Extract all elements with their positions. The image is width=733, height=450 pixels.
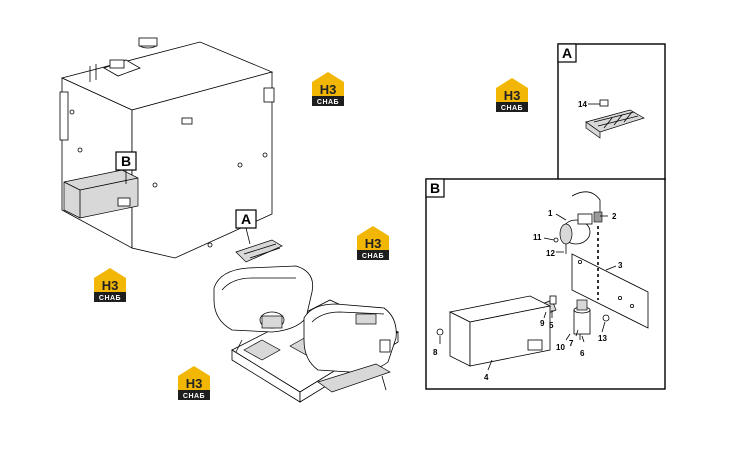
svg-text:CHAБ: CHAБ [183,393,205,400]
watermark-logo-2: H3 CHAБ [496,78,528,112]
part-14-relay [585,99,645,139]
part-3-plate [571,253,649,329]
part-number-7: 7 [569,339,574,348]
part-4-box [448,295,552,367]
part-number-2: 2 [612,212,617,221]
svg-text:CHAБ: CHAБ [317,99,339,106]
callout-a-main-label: A [241,211,251,227]
part-number-13: 13 [598,334,607,343]
part-number-5: 5 [549,321,554,330]
part-6-canister [573,299,591,340]
part-number-3: 3 [618,261,623,270]
watermark-logo-5: H3 CHAБ [178,366,210,400]
detail-a-label: A [562,45,572,61]
svg-text:H3: H3 [365,236,382,251]
part-number-6: 6 [580,349,585,358]
detail-a-panel: A 14 [557,43,666,181]
part-11-washer [553,237,559,243]
part-number-9: 9 [540,319,545,328]
frame-assembly [213,265,399,403]
part-number-14: 14 [578,100,587,109]
part-number-1: 1 [548,209,553,218]
detail-b-panel: B [425,178,666,390]
part-number-8: 8 [433,348,438,357]
callout-a-main[interactable]: A [235,209,257,245]
part-8-bolt [436,328,444,336]
part-number-11: 11 [533,233,542,242]
part-number-10: 10 [556,343,565,352]
svg-text:H3: H3 [186,376,203,391]
callout-b-main[interactable]: B [115,151,137,184]
svg-text:CHAБ: CHAБ [99,295,121,302]
watermark-logo-4: H3 CHAБ [94,268,126,302]
watermark-logo-3: H3 CHAБ [357,226,389,260]
part-number-4: 4 [484,373,489,382]
part-1-horn [559,191,603,245]
detail-b-label: B [430,180,440,196]
svg-text:H3: H3 [320,82,337,97]
part-number-12: 12 [546,249,555,258]
watermark-logo-1: H3 CHAБ [312,72,344,106]
part-13-screw [602,314,610,322]
svg-text:H3: H3 [504,88,521,103]
part-14-main [235,239,283,263]
svg-text:CHAБ: CHAБ [501,105,523,112]
svg-text:CHAБ: CHAБ [362,253,384,260]
callout-b-main-label: B [121,153,131,169]
svg-text:H3: H3 [102,278,119,293]
